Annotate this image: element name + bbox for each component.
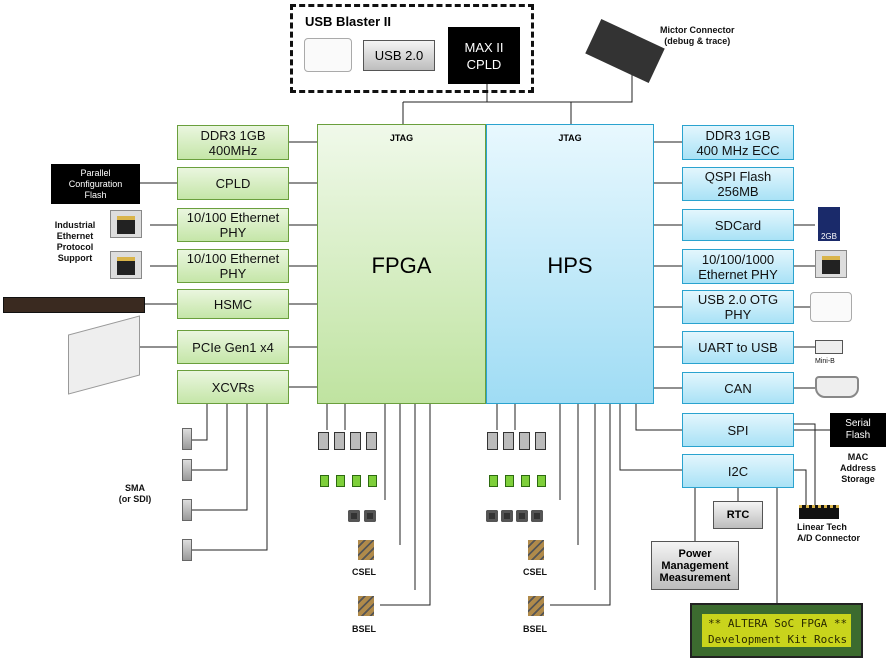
rj45-icon: [110, 210, 142, 238]
sdcard-block: SDCard: [682, 209, 794, 241]
usb-2-0-chip: USB 2.0: [363, 40, 435, 71]
lcd-line-1: ** ALTERA SoC FPGA **: [708, 617, 848, 630]
hps-block: JTAG HPS: [486, 124, 654, 404]
ethernet-phy-1-block: 10/100 Ethernet PHY: [177, 208, 289, 242]
linear-tech-label: Linear Tech A/D Connector: [797, 522, 860, 543]
fpga-jtag-label: JTAG: [389, 133, 414, 143]
ad-connector-icon: [799, 505, 839, 519]
fpga-push-buttons: [348, 510, 376, 522]
fpga-block: JTAG FPGA: [317, 124, 486, 404]
mini-b-label: Mini-B: [815, 358, 835, 365]
hsmc-connector-icon: [3, 297, 145, 313]
sma-connector-icon: [182, 539, 192, 561]
industrial-ethernet-label: Industrial Ethernet Protocol Support: [54, 220, 96, 263]
db9-connector-icon: [815, 376, 859, 398]
lcd-line-2: Development Kit Rocks: [708, 633, 848, 646]
rj45-icon: [110, 251, 142, 279]
i2c-block: I2C: [682, 454, 794, 488]
usb-otg-connector-icon: [810, 292, 852, 322]
uart-usb-block: UART to USB: [682, 331, 794, 364]
serial-flash-block: Serial Flash: [830, 413, 886, 447]
mac-storage-label: MAC Address Storage: [839, 452, 876, 484]
sma-connector-icon: [182, 499, 192, 521]
ddr3-fpga-block: DDR3 1GB 400MHz: [177, 125, 289, 160]
lcd-screen: ** ALTERA SoC FPGA ** Development Kit Roc…: [702, 614, 851, 647]
hps-csel-label: CSEL: [523, 567, 548, 577]
hps-csel-jumper-icon: [528, 540, 544, 560]
hps-push-buttons: [486, 510, 543, 522]
fpga-leds: [320, 475, 377, 487]
cpld-block: CPLD: [177, 167, 289, 200]
qspi-flash-block: QSPI Flash 256MB: [682, 167, 794, 201]
usb-blaster-title: USB Blaster II: [305, 14, 391, 29]
mictor-label: Mictor Connector (debug & trace): [660, 25, 735, 46]
spi-block: SPI: [682, 413, 794, 447]
sma-label: SMA (or SDI): [118, 483, 152, 504]
power-management-block: Power Management Measurement: [651, 541, 739, 590]
csel-jumper-icon: [358, 540, 374, 560]
bsel-jumper-icon: [358, 596, 374, 616]
fpga-dip-switches: [318, 432, 377, 450]
usb-connector-icon: [304, 38, 352, 72]
sma-connector-icon: [182, 459, 192, 481]
ethernet-phy-2-block: 10/100 Ethernet PHY: [177, 249, 289, 283]
hps-jtag-label: JTAG: [558, 133, 582, 143]
can-block: CAN: [682, 372, 794, 404]
parallel-flash-block: Parallel Configuration Flash: [51, 164, 140, 204]
rtc-block: RTC: [713, 501, 763, 529]
sma-connector-icon: [182, 428, 192, 450]
hps-label: HPS: [547, 253, 593, 278]
bsel-label: BSEL: [352, 624, 377, 634]
hps-dip-switches: [487, 432, 546, 450]
hps-bsel-label: BSEL: [523, 624, 548, 634]
max-ii-cpld: MAX II CPLD: [448, 27, 520, 84]
pcie-block: PCIe Gen1 x4: [177, 330, 289, 364]
rj45-icon: [815, 250, 847, 278]
ddr3-hps-block: DDR3 1GB 400 MHz ECC: [682, 125, 794, 160]
lcd-display: ** ALTERA SoC FPGA ** Development Kit Roc…: [690, 603, 863, 658]
xcvrs-block: XCVRs: [177, 370, 289, 404]
gige-phy-block: 10/100/1000 Ethernet PHY: [682, 249, 794, 284]
mini-b-connector-icon: [815, 340, 843, 354]
sdcard-icon: 2GB: [818, 207, 840, 241]
csel-label: CSEL: [352, 567, 377, 577]
hsmc-block: HSMC: [177, 289, 289, 319]
hps-bsel-jumper-icon: [528, 596, 544, 616]
usb-otg-block: USB 2.0 OTG PHY: [682, 290, 794, 324]
usb-blaster-group: [290, 4, 534, 93]
fpga-label: FPGA: [371, 253, 432, 278]
hps-leds: [489, 475, 546, 487]
